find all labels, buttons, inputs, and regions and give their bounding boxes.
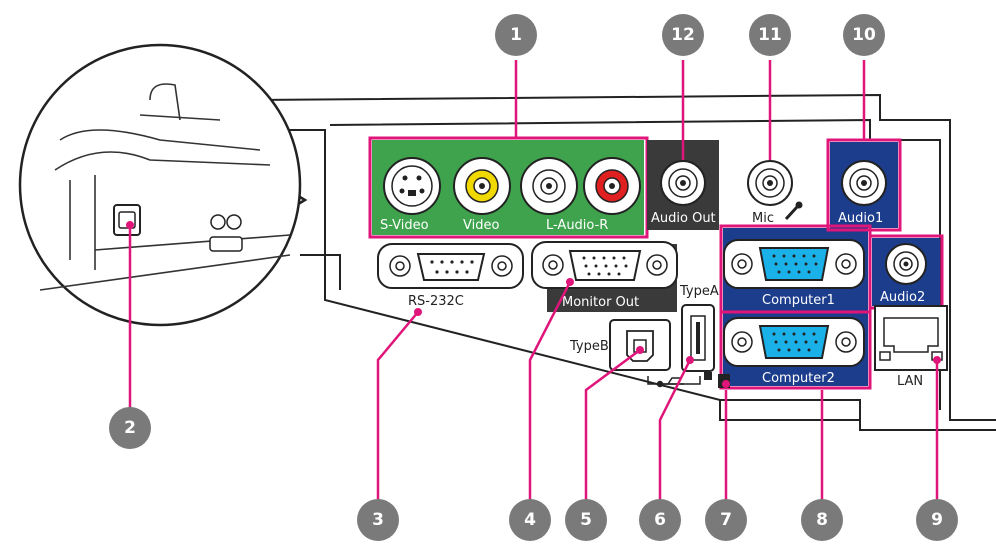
callout-1: 1 xyxy=(495,14,537,56)
audio2-label: Audio2 xyxy=(880,290,925,305)
usb-icon xyxy=(647,376,701,388)
svg-text:4: 4 xyxy=(524,510,536,530)
callout-2: 2 xyxy=(109,407,151,449)
audio-right-port xyxy=(583,157,641,215)
leader-lines xyxy=(128,60,939,505)
rs232c-label: RS-232C xyxy=(408,294,464,309)
computer2-label: Computer2 xyxy=(762,371,835,386)
usb-type-b-port xyxy=(609,319,671,371)
svg-text:3: 3 xyxy=(372,510,384,530)
rs232c-port xyxy=(377,243,524,289)
mic-label: Mic xyxy=(752,211,774,226)
highlight-computer2 xyxy=(719,310,872,390)
svg-text:8: 8 xyxy=(816,510,828,530)
computer2-port xyxy=(723,317,865,367)
video-port xyxy=(453,157,511,215)
callout-7: 7 xyxy=(705,499,747,541)
callout-11: 11 xyxy=(749,14,791,56)
svg-text:12: 12 xyxy=(671,25,695,45)
callout-10: 10 xyxy=(843,14,885,56)
computer1-label: Computer1 xyxy=(762,293,835,308)
s-video-label: S-Video xyxy=(380,218,429,233)
svg-text:11: 11 xyxy=(758,25,782,45)
callout-9: 9 xyxy=(916,499,958,541)
audio1-label: Audio1 xyxy=(838,211,883,226)
monitor-out-label: Monitor Out xyxy=(562,295,639,310)
computer1-port xyxy=(723,239,865,289)
leader-dots xyxy=(126,221,941,388)
callout-8: 8 xyxy=(801,499,843,541)
audio-out-port xyxy=(660,160,706,206)
svg-text:2: 2 xyxy=(124,418,136,438)
mic-port xyxy=(747,160,793,206)
lan-label: LAN xyxy=(897,374,923,389)
svg-text:6: 6 xyxy=(654,510,666,530)
svg-text:7: 7 xyxy=(720,510,732,530)
microphone-icon xyxy=(784,201,803,221)
callout-3: 3 xyxy=(357,499,399,541)
monitor-out-port xyxy=(531,241,678,289)
s-video-port xyxy=(383,157,441,215)
svg-text:1: 1 xyxy=(510,25,522,45)
svg-text:9: 9 xyxy=(931,510,943,530)
type-a-label: TypeA xyxy=(679,284,719,299)
audio-left-port xyxy=(520,157,578,215)
magnified-inset xyxy=(18,43,308,327)
audio-out-label: Audio Out xyxy=(651,211,716,226)
l-audio-r-label: L-Audio-R xyxy=(546,218,608,233)
svg-text:10: 10 xyxy=(852,25,876,45)
callout-4: 4 xyxy=(509,499,551,541)
usb-type-a-port xyxy=(681,304,715,372)
audio2-port xyxy=(885,243,927,285)
video-label: Video xyxy=(463,218,499,233)
type-b-label: TypeB xyxy=(569,339,609,354)
callout-12: 12 xyxy=(662,14,704,56)
svg-text:5: 5 xyxy=(580,510,592,530)
callout-6: 6 xyxy=(639,499,681,541)
audio1-port xyxy=(841,160,887,206)
callout-5: 5 xyxy=(565,499,607,541)
